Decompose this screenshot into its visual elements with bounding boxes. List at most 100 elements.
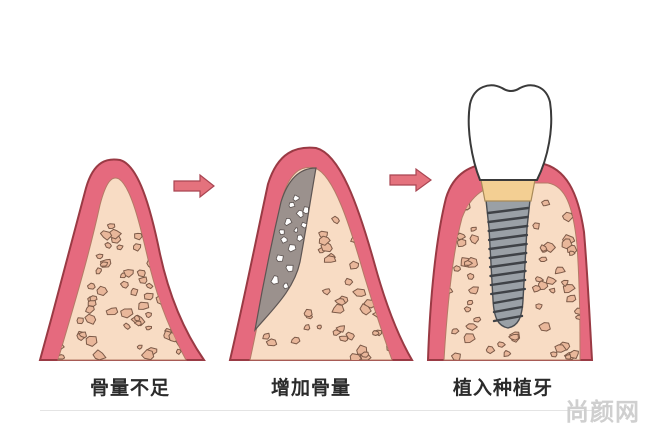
bone-particle [143, 292, 154, 301]
bone-particle [262, 332, 270, 340]
bone-particle [87, 282, 96, 290]
bone-particle [497, 341, 506, 348]
bone-particle [469, 234, 479, 245]
bone-particle [65, 218, 76, 228]
bone-particle [105, 307, 119, 316]
bone-particle [331, 215, 340, 225]
divider [40, 410, 600, 411]
bone-particle [464, 260, 473, 266]
bone-particle [370, 235, 381, 243]
bone-particle [575, 314, 580, 321]
bone-particle [470, 226, 477, 232]
implant-threads [486, 206, 530, 323]
bone-particle [334, 298, 346, 306]
implant-thread [489, 278, 527, 287]
bone-particle [560, 279, 569, 287]
bone-particle [503, 350, 512, 357]
bone-particle [466, 300, 474, 306]
bone-particle [265, 338, 278, 347]
implant-thread [487, 215, 529, 224]
implant-thread [492, 305, 524, 314]
bone-particle [141, 349, 155, 360]
graft-granule [302, 206, 309, 215]
graft-granule [270, 275, 279, 285]
bone-particle [161, 230, 174, 242]
bone-particle [382, 228, 392, 239]
implant-thread [488, 251, 528, 260]
bone-particle [160, 250, 169, 258]
implant-thread [489, 269, 527, 278]
bone-particle [344, 277, 354, 286]
bone-particle [554, 266, 566, 275]
bone-particle [531, 285, 542, 293]
bone-particle [545, 276, 557, 285]
bone-particle [316, 324, 322, 330]
abutment [480, 179, 536, 202]
tooth-crown [467, 84, 553, 181]
bone-particle [61, 231, 68, 238]
bone-particle [564, 354, 572, 360]
graft-granule [292, 194, 300, 202]
bone-particle [561, 238, 573, 250]
arrow-right-icon [173, 173, 215, 199]
bone-particle [172, 220, 182, 227]
bone-particle [485, 345, 496, 355]
bone-particle [465, 323, 478, 331]
bone-particle [106, 223, 116, 229]
bone-particle [321, 288, 331, 296]
bone-particle [338, 335, 349, 342]
step-label-bone-augmentation: 增加骨量 [270, 377, 351, 399]
bone-particle [562, 284, 576, 294]
arrow-right-icon [389, 167, 433, 193]
bone-particle [466, 272, 475, 280]
step-label-bone-insufficient: 骨量不足 [89, 377, 170, 399]
bone-particle [538, 256, 548, 262]
bone-particle [375, 258, 383, 267]
bone-particle [569, 250, 576, 256]
bone-particle [541, 199, 551, 207]
bone-particle [352, 288, 367, 297]
bone-graft-material [254, 167, 317, 333]
bone-particle [453, 265, 461, 272]
bone-particle [136, 269, 146, 278]
bone-particle [100, 230, 113, 241]
implant-thread [487, 224, 529, 233]
bone-particle [349, 353, 362, 360]
bone-particle [59, 243, 67, 251]
graft-granule [282, 282, 290, 290]
panel-bone-augmentation [228, 146, 414, 361]
bone-particle [133, 320, 142, 327]
bone-particle [104, 241, 112, 249]
implant-thread [487, 233, 529, 242]
bone-particle [89, 295, 98, 302]
bone-particle [359, 303, 372, 316]
bone-particle [145, 311, 152, 319]
bone-particle [175, 348, 182, 355]
graft-granule [300, 221, 308, 229]
bone-particle [538, 322, 551, 332]
bone-particle [95, 267, 102, 275]
implant-thread [492, 296, 524, 305]
bone-particle [318, 235, 331, 246]
graft-granule [278, 229, 285, 236]
bone-particle [360, 351, 369, 358]
watermark: 尚颜网 [565, 398, 640, 426]
bone-particle [164, 248, 175, 259]
bone-particle [451, 352, 461, 360]
bone-particle [379, 243, 392, 253]
bone-particle [535, 276, 544, 283]
bone-particle [116, 244, 124, 251]
bone-particle [508, 333, 519, 341]
bone-particle [133, 243, 142, 252]
bone-particle [120, 308, 134, 319]
bone-particle [138, 301, 150, 310]
bone-particle [92, 349, 107, 360]
bone-particle [568, 349, 579, 359]
implant-thread [492, 314, 524, 323]
bone-particle [451, 328, 460, 335]
bone-particle [136, 344, 143, 350]
bone-particle [374, 237, 384, 244]
bone-particle [456, 238, 467, 248]
bone-particle [134, 314, 141, 322]
graft-granule [284, 217, 293, 227]
